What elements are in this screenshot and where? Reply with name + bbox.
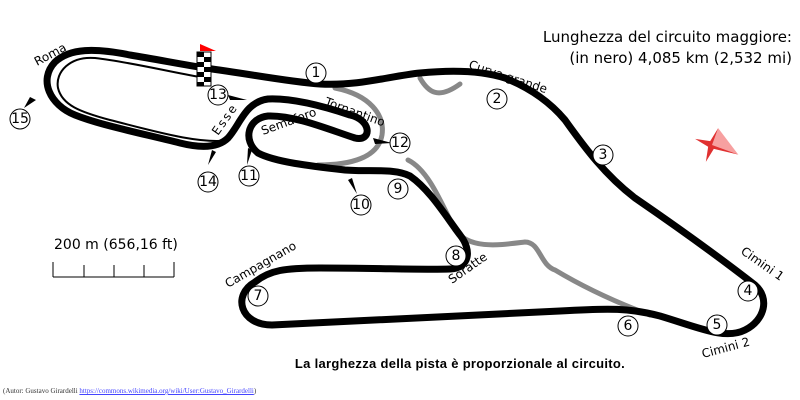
corner-4 (737, 280, 759, 302)
corner-number: 13 (209, 87, 227, 103)
corner-1 (305, 62, 327, 84)
scale-bar (52, 262, 175, 278)
corner-15 (9, 108, 31, 130)
title-line-2: (in nero) 4,085 km (2,532 mi) (569, 49, 792, 67)
title-line-1: Lunghezza del circuito maggiore: (542, 28, 792, 46)
circuit-length-title: Lunghezza del circuito maggiore: (in ner… (543, 27, 792, 69)
corner-13 (207, 84, 229, 106)
main-track (43, 46, 768, 338)
corner-markers (9, 62, 759, 337)
corner-2 (486, 88, 508, 110)
credit-close: ) (253, 387, 257, 395)
corner-11 (238, 165, 260, 187)
corner-3 (592, 144, 614, 166)
corner-pointers (24, 95, 392, 194)
corner-number: 9 (394, 181, 403, 197)
corner-number: 12 (391, 135, 409, 151)
corner-number: 6 (624, 318, 633, 334)
corner-9 (387, 178, 409, 200)
label-campagnano: Campagnano (223, 239, 299, 291)
corner-number: 7 (254, 288, 263, 304)
corner-number: 8 (452, 248, 461, 264)
corner-8 (445, 245, 467, 267)
corner-5 (706, 314, 728, 336)
corner-10 (350, 194, 372, 216)
corner-number: 3 (599, 147, 608, 163)
alternate-track (315, 75, 653, 318)
corner-number: 5 (713, 317, 722, 333)
corner-14 (197, 171, 219, 193)
compass-icon (695, 128, 739, 162)
corner-number: 15 (11, 111, 29, 127)
corner-6 (617, 315, 639, 337)
credit-text: (Autor: Gustavo Girardelli (3, 387, 80, 395)
corner-7 (247, 285, 269, 307)
author-link[interactable]: https://commons.wikimedia.org/wiki/User:… (79, 387, 254, 395)
inner-loop (56, 56, 231, 142)
width-note: La larghezza della pista è proporzionale… (294, 356, 626, 371)
label-curva-grande: Curva grande (467, 58, 549, 97)
corner-number: 1 (312, 65, 321, 81)
corner-number: 10 (352, 197, 370, 213)
corner-12 (389, 132, 411, 154)
corner-number: 4 (744, 283, 753, 299)
scale-label: 200 m (656,16 ft) (54, 237, 178, 253)
start-finish-flag (196, 44, 216, 87)
corner-number: 11 (240, 168, 258, 184)
author-credit: (Autor: Gustavo Girardelli https://commo… (3, 387, 256, 395)
corner-number: 14 (199, 174, 217, 190)
corner-number: 2 (493, 91, 502, 107)
